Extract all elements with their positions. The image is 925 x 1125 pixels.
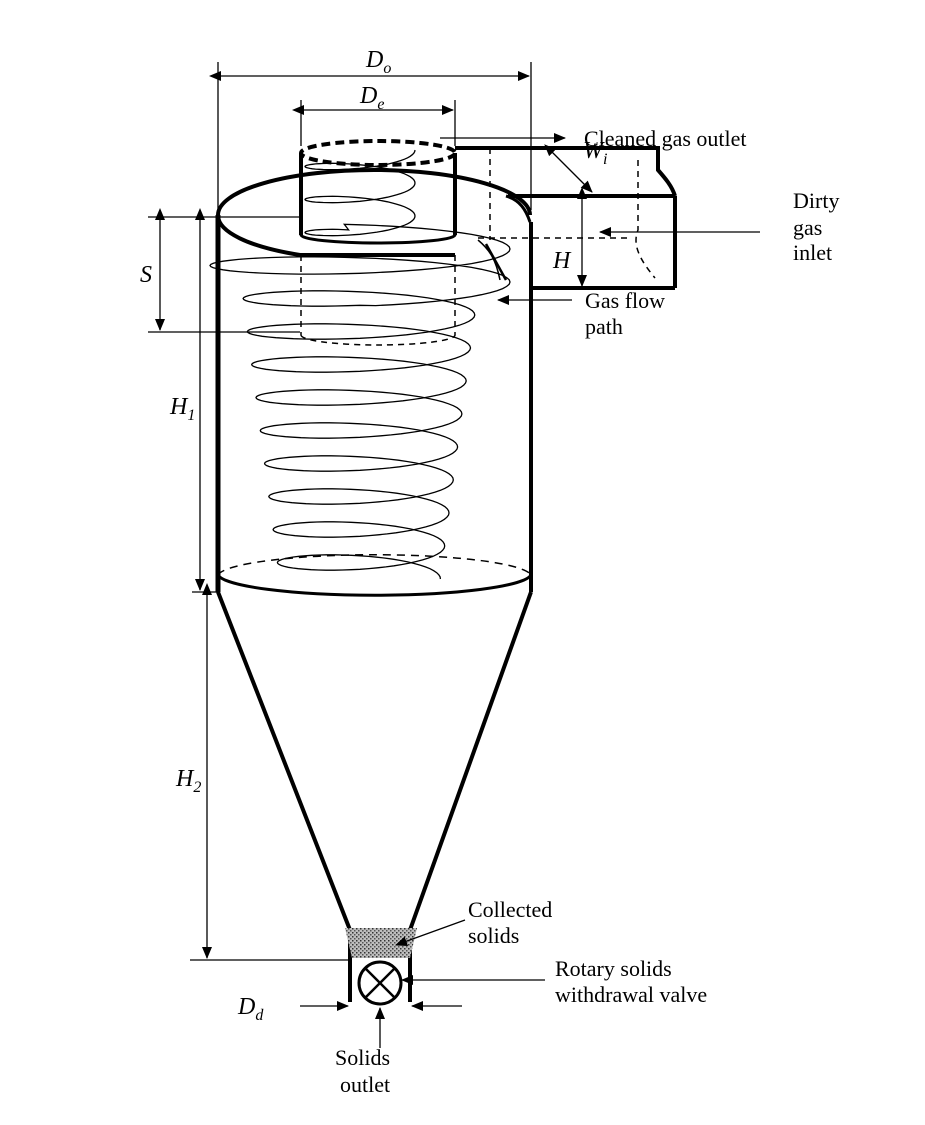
dim-de: De <box>359 83 384 113</box>
label-dirty-gas-inlet-2: gas <box>793 215 822 240</box>
gas-flow-spiral <box>209 149 511 580</box>
label-cleaned-gas-outlet: Cleaned gas outlet <box>584 126 747 151</box>
rotary-valve-icon <box>357 960 403 1006</box>
dim-h: H <box>552 248 572 274</box>
flow-arrows <box>375 133 760 1048</box>
label-collected-solids-2: solids <box>468 923 519 948</box>
cylinder-bottom-front <box>216 574 533 597</box>
spiral-path <box>209 149 511 580</box>
cone-right-wall <box>408 591 533 931</box>
cone-left-wall <box>216 591 352 931</box>
label-rotary-valve-2: withdrawal valve <box>555 982 707 1007</box>
inlet-duct <box>455 146 677 292</box>
label-collected-solids-1: Collected <box>468 897 552 922</box>
dim-s: S <box>140 262 152 288</box>
label-gas-flow-path-2: path <box>585 314 623 339</box>
dim-dd: Dd <box>237 994 264 1024</box>
outlet-tube <box>299 139 457 346</box>
cylinder-bottom-back <box>217 554 532 576</box>
dim-do: Do <box>365 47 391 77</box>
label-gas-flow-path-1: Gas flow <box>585 288 665 313</box>
dimension-lines <box>148 62 593 1011</box>
cyclone-body <box>215 168 533 1002</box>
collected-solids-leader <box>395 919 466 946</box>
dim-h1: H1 <box>169 394 195 424</box>
cylinder-top-rim <box>216 168 532 216</box>
label-rotary-valve-1: Rotary solids <box>555 956 672 981</box>
callout-labels: Cleaned gas outlet Dirty gas inlet Gas f… <box>335 126 839 1097</box>
dim-wi: Wi <box>583 138 607 168</box>
label-dirty-gas-inlet-3: inlet <box>793 240 832 265</box>
collected-solids-fill <box>345 928 417 958</box>
dimension-symbols: Do De Wi H S H1 H2 Dd <box>140 47 607 1024</box>
label-solids-outlet-1: Solids <box>335 1045 390 1070</box>
dim-h2: H2 <box>175 766 201 796</box>
label-solids-outlet-2: outlet <box>340 1072 390 1097</box>
label-dirty-gas-inlet-1: Dirty <box>793 188 839 213</box>
